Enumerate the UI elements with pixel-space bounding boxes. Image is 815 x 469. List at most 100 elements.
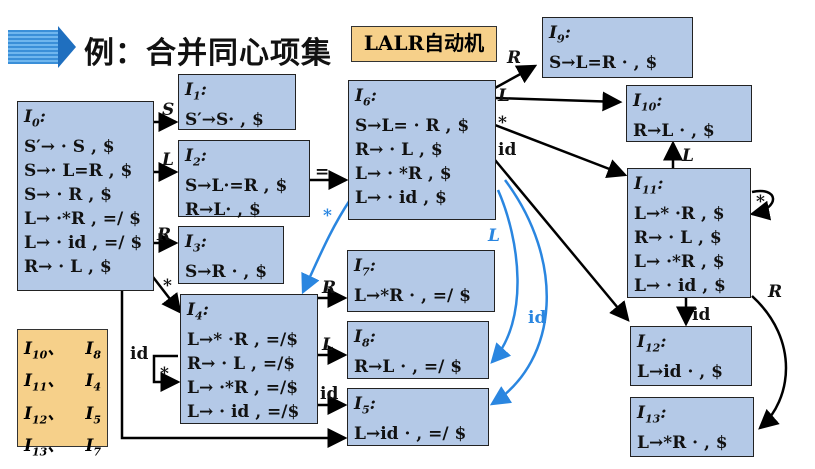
state-heading: I1: — [185, 80, 207, 103]
state-i6: I6: S→L= · R , $ R→ · L , $ L→ · *R , $ L→ ·… — [348, 80, 496, 220]
merge-row: I12、 I5 — [24, 401, 101, 433]
state-heading: I9: — [549, 23, 571, 46]
title-arrow-icon — [58, 26, 76, 68]
edge-label-R-i3: R — [157, 225, 172, 245]
state-i11: I11: L→* ·R , $ R→ · L , $ L→ ·*R , $ L→ · i… — [627, 168, 751, 298]
edge-label-id-i11-i12: id — [692, 305, 711, 325]
edge-i0-i4 — [152, 276, 182, 314]
lr-item: R→L · , $ — [633, 121, 715, 142]
merge-map-box: I10、I8 I11、I4 I12、I5 I13、I7 — [17, 329, 108, 459]
state-heading: I2: — [185, 146, 207, 169]
state-i1: I1: S′→S· , $ — [178, 74, 296, 130]
lr-item: S′→S· , $ — [185, 110, 264, 131]
lr-item: S→R · , $ — [185, 262, 268, 283]
state-i3: I3: S→R · , $ — [178, 226, 284, 284]
state-i12: I12: L→id · , $ — [630, 326, 752, 386]
edge-label-id-i5: id — [320, 384, 339, 404]
state-i8: I8: R→L · , =/ $ — [347, 321, 489, 379]
lr-item: S→L= · R , $ — [355, 116, 470, 137]
state-heading: I11: — [634, 174, 664, 197]
lr-item: L→*R · , =/ $ — [354, 286, 472, 307]
lr-item: L→ · id , $ — [355, 188, 447, 209]
edge-label-L-i2: L — [162, 150, 174, 170]
edge-i11-self — [749, 189, 775, 221]
state-heading: I4: — [187, 300, 209, 323]
lr-item: R→L· , $ — [185, 200, 261, 221]
state-i4: I4:L→* ·R , =/$R→ · L , =/$L→ ·*R , =/$L… — [180, 294, 318, 424]
state-heading: I8: — [354, 327, 376, 350]
edge-label-R-i7: R — [322, 278, 337, 298]
state-i9: I9: S→L=R · , $ — [542, 17, 693, 78]
lr-item: S→L=R · , $ — [549, 53, 658, 74]
merge-right: I5 — [85, 403, 101, 427]
edge-label-star-i11-self: * — [756, 192, 765, 212]
edge-label-L-i11-i10: L — [682, 146, 694, 166]
edge-label-star-self: * — [160, 364, 169, 384]
edge-label-star-i4: * — [163, 276, 172, 296]
edge-i0-i5 — [120, 290, 348, 448]
lr-item: L→* ·R , =/$ — [187, 330, 299, 351]
state-heading: I6: — [355, 86, 377, 109]
state-i10: I10: R→L · , $ — [626, 85, 752, 142]
merge-left: I13、 — [24, 436, 65, 459]
lr-item: R→ · L , $ — [24, 257, 112, 278]
state-heading: I0: — [24, 107, 46, 130]
edge-label-L-i10: L — [498, 86, 510, 106]
lr-item: L→id · , =/ $ — [354, 424, 467, 445]
edge-label-id-self: id — [130, 344, 149, 364]
state-heading: I13: — [637, 403, 667, 426]
edge-i6-i12 — [494, 159, 630, 322]
lr-item: L→ ·*R , =/ $ — [24, 209, 142, 230]
merge-left: I10、 — [24, 339, 65, 362]
edge-label-star-i11: * — [498, 113, 507, 133]
lr-item: R→ · L , $ — [355, 140, 443, 161]
merge-right: I8 — [85, 339, 101, 362]
edge-label-L-i8: L — [322, 335, 334, 355]
state-i5: I5: L→id · , =/ $ — [347, 388, 489, 446]
lalr-tag: LALR自动机 — [351, 26, 497, 62]
state-heading: I7: — [354, 256, 376, 279]
state-heading: I10: — [633, 91, 663, 114]
edge-i6-i10 — [494, 91, 623, 112]
lr-item: S→· L=R , $ — [24, 161, 133, 182]
lr-item: L→ · id , $ — [634, 276, 726, 297]
state-heading: I3: — [185, 232, 207, 255]
edge-label-eq: = — [315, 162, 330, 182]
lr-item: L→ · *R , $ — [355, 164, 452, 185]
lr-item: S→L·=R , $ — [185, 176, 288, 197]
edge-i4-self — [152, 354, 181, 392]
edge-label-S: S — [162, 100, 175, 120]
state-i0: I0:S′→ · S , $S→· L=R , $S→ · R , $L→ ·*… — [17, 101, 154, 291]
state-i7: I7: L→*R · , =/ $ — [347, 250, 495, 312]
edge-label-R-i13: R — [768, 282, 783, 302]
edge-label-star-merged: * — [323, 206, 332, 226]
title-bar-decoration — [8, 30, 58, 64]
edge-label-id-i12: id — [498, 140, 517, 160]
merge-right: I7 — [85, 436, 101, 459]
state-i13: I13: L→*R · , $ — [630, 397, 754, 457]
merge-left: I11、 — [24, 371, 65, 394]
lr-item: L→id · , $ — [637, 362, 723, 383]
lr-item: L→ ·*R , =/$ — [187, 378, 299, 399]
merge-left: I12、 — [24, 403, 65, 427]
lr-item: R→ · L , $ — [634, 228, 722, 249]
lr-item: R→L · , =/ $ — [354, 357, 463, 378]
edge-i6-i8-merged — [490, 189, 519, 364]
merge-row: I13、 I7 — [24, 433, 101, 465]
lr-item: L→ ·*R , $ — [634, 252, 725, 273]
state-heading: I5: — [354, 394, 376, 417]
edge-i6-i4-merged — [301, 199, 352, 295]
edge-label-L-merged: L — [488, 226, 500, 246]
merge-row: I10、 I8 — [24, 336, 101, 368]
edge-i6-i11 — [494, 123, 628, 179]
lr-item: L→ · id , =/ $ — [24, 233, 143, 254]
lr-item: S→ · R , $ — [24, 185, 112, 206]
edge-i6-i9 — [494, 64, 538, 90]
lr-item: L→*R · , $ — [637, 433, 728, 454]
edge-label-R-i9: R — [507, 48, 522, 68]
page-title: 例：合并同心项集 — [84, 36, 332, 71]
state-heading: I12: — [637, 332, 667, 355]
edge-label-id-merged: id — [528, 308, 547, 328]
lr-item: L→* ·R , $ — [634, 204, 725, 225]
